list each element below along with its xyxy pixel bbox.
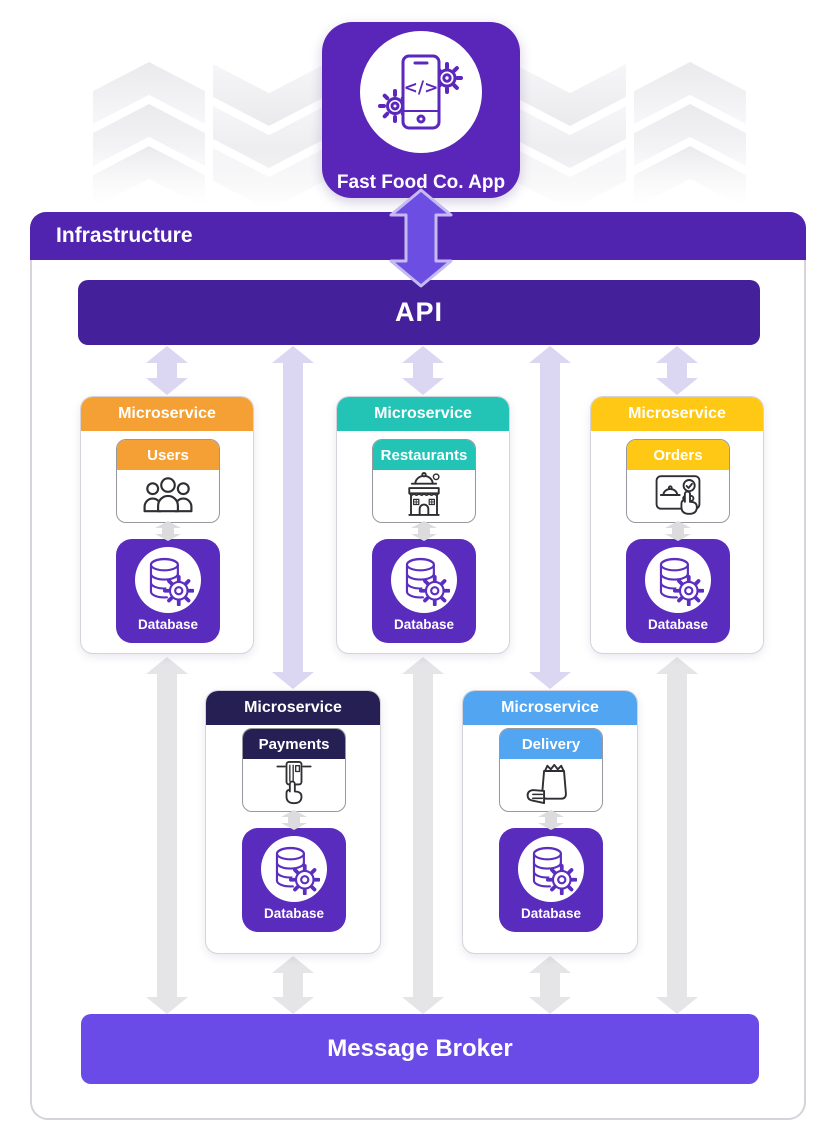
- microservice-card-header: Microservice: [81, 397, 253, 431]
- service-name-label: Delivery: [521, 735, 581, 753]
- microservice-header-label: Microservice: [628, 405, 726, 422]
- service-box-header: Delivery: [500, 729, 602, 759]
- delivery-bag-icon: [500, 759, 602, 809]
- microservice-header-label: Microservice: [244, 699, 342, 716]
- microservice-header-label: Microservice: [118, 405, 216, 422]
- service-box-header: Orders: [627, 440, 729, 470]
- database-box: Database: [372, 539, 476, 643]
- service-box-delivery: Delivery: [499, 728, 603, 812]
- database-label: Database: [393, 617, 455, 632]
- card-payment-icon: [243, 759, 345, 809]
- database-circle: [135, 547, 201, 613]
- database-circle: [518, 836, 584, 902]
- api-bar: API: [78, 280, 760, 345]
- microservice-header-label: Microservice: [501, 699, 599, 716]
- service-box-orders: Orders: [626, 439, 730, 523]
- database-icon: [659, 557, 704, 606]
- message-broker-bar: Message Broker: [81, 1014, 759, 1084]
- phone-code-icon: </>: [378, 54, 463, 130]
- microservice-header-label: Microservice: [374, 405, 472, 422]
- service-name-label: Orders: [653, 446, 703, 464]
- microservice-card-restaurants: Microservice Restaurants: [336, 396, 510, 654]
- service-db-arrow: [155, 521, 181, 541]
- microservice-card-payments: Microservice Payments: [205, 690, 381, 954]
- database-icon: [532, 846, 577, 895]
- database-icon: [149, 557, 194, 606]
- database-circle: [391, 547, 457, 613]
- database-icon: [405, 557, 450, 606]
- service-box-restaurants: Restaurants: [372, 439, 476, 523]
- infrastructure-label: Infrastructure: [56, 224, 193, 247]
- microservice-card-header: Microservice: [337, 397, 509, 431]
- database-box: Database: [499, 828, 603, 932]
- api-label: API: [394, 297, 443, 327]
- database-label: Database: [263, 906, 325, 921]
- database-label: Database: [520, 906, 582, 921]
- service-box-header: Users: [117, 440, 219, 470]
- service-box-header: Payments: [243, 729, 345, 759]
- database-box: Database: [116, 539, 220, 643]
- microservice-card-orders: Microservice Orders: [590, 396, 764, 654]
- database-label: Database: [647, 617, 709, 632]
- database-box: Database: [242, 828, 346, 932]
- database-box: Database: [626, 539, 730, 643]
- app-to-api-arrow: [389, 188, 453, 288]
- svg-text:</>: </>: [404, 78, 439, 98]
- service-box-payments: Payments: [242, 728, 346, 812]
- database-icon: [275, 846, 320, 895]
- users-icon: [117, 470, 219, 520]
- service-db-arrow: [538, 810, 564, 830]
- restaurant-icon: [373, 470, 475, 520]
- message-broker-label: Message Broker: [327, 1035, 513, 1062]
- order-tablet-icon: [627, 470, 729, 520]
- service-box-header: Restaurants: [373, 440, 475, 470]
- app-node: </> Fast Food Co. App: [322, 22, 520, 198]
- database-circle: [261, 836, 327, 902]
- service-name-label: Payments: [258, 735, 330, 753]
- microservice-card-delivery: Microservice Delivery: [462, 690, 638, 954]
- database-circle: [645, 547, 711, 613]
- app-icon-circle: </>: [360, 31, 482, 153]
- service-db-arrow: [411, 521, 437, 541]
- service-name-label: Users: [147, 446, 189, 464]
- microservice-card-header: Microservice: [463, 691, 637, 725]
- service-db-arrow: [281, 810, 307, 830]
- microservice-card-users: Microservice Users: [80, 396, 254, 654]
- database-label: Database: [137, 617, 199, 632]
- service-name-label: Restaurants: [380, 446, 468, 464]
- microservice-card-header: Microservice: [206, 691, 380, 725]
- service-box-users: Users: [116, 439, 220, 523]
- app-label: Fast Food Co. App: [336, 172, 506, 193]
- service-db-arrow: [665, 521, 691, 541]
- microservice-card-header: Microservice: [591, 397, 763, 431]
